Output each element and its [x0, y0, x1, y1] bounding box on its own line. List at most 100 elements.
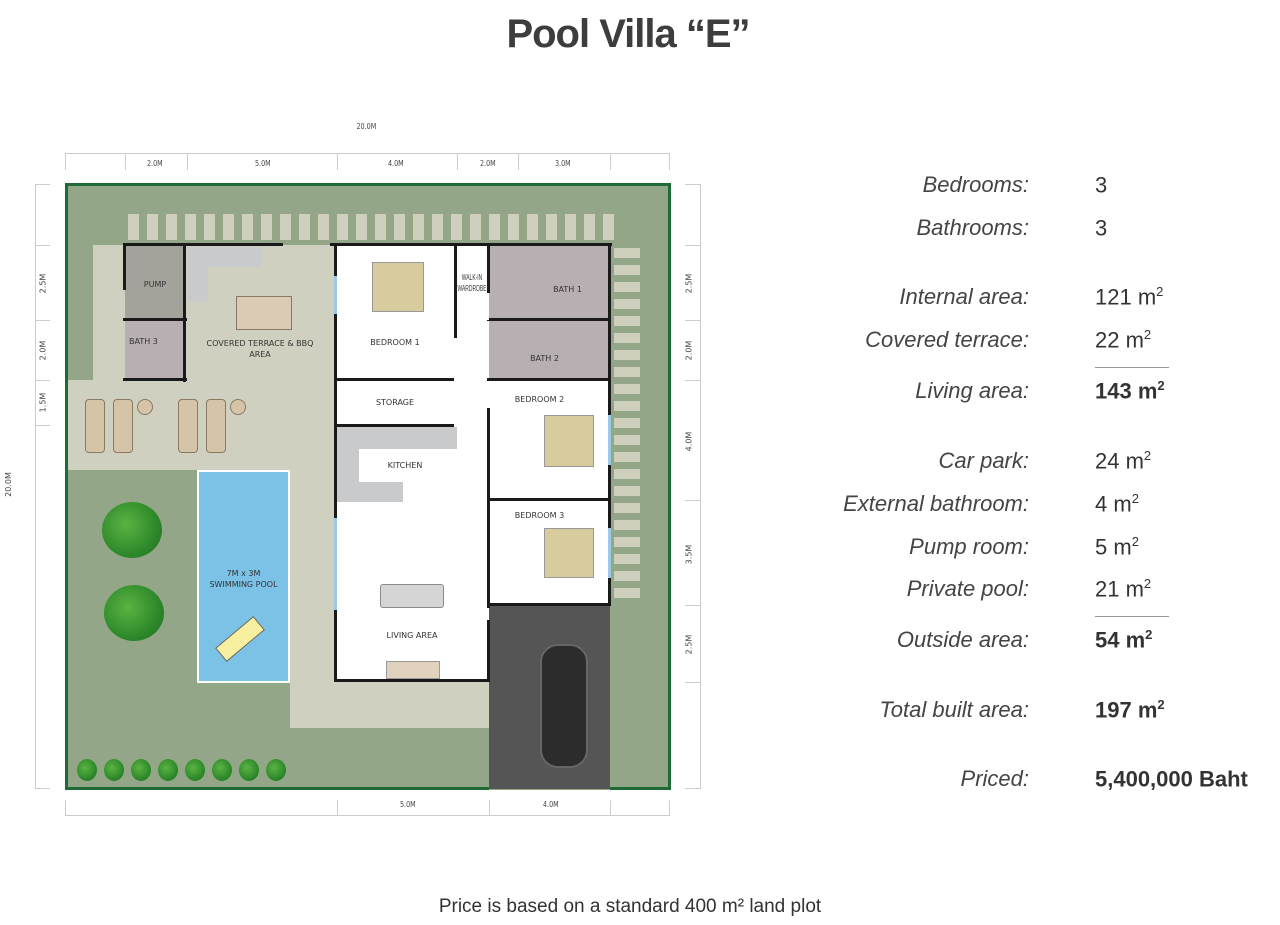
tv-unit-icon — [386, 661, 440, 679]
spec-value: 22 m2 — [1095, 327, 1152, 353]
room-label: BATH 1 — [553, 285, 582, 294]
overall-depth-label: 20.0M — [3, 472, 13, 497]
storage: STORAGE — [335, 380, 455, 425]
stepping-stone — [223, 214, 234, 240]
spec-row: Living area:143 m2 — [800, 378, 1270, 408]
spec-row: Covered terrace:22 m2 — [800, 327, 1270, 357]
dim-line — [700, 184, 701, 789]
bbq-counter — [188, 247, 208, 302]
walk-in-wardrobe: WALK-IN WARDROBE — [455, 245, 489, 320]
spec-row: Private pool:21 m2 — [800, 576, 1270, 606]
stepping-stone — [280, 214, 291, 240]
dim-tick — [35, 788, 50, 789]
living-area-label: LIVING AREA — [360, 628, 464, 642]
dim-tick — [337, 153, 338, 170]
spec-label: Internal area: — [899, 284, 1029, 309]
dim-tick — [685, 380, 700, 381]
shrub-icon — [266, 759, 286, 781]
stepping-stone — [614, 435, 640, 445]
window — [334, 276, 337, 314]
dim-label: 5.0M — [254, 159, 271, 168]
overall-width-label: 20.0M — [356, 122, 377, 131]
dim-tick — [685, 184, 700, 185]
spec-label: Bedrooms: — [922, 172, 1029, 197]
dim-label: 1.5M — [38, 392, 48, 413]
wall — [334, 679, 490, 682]
dim-label: 2.5M — [38, 273, 48, 294]
stepping-stone — [603, 214, 614, 240]
spec-value: 5 m2 — [1095, 534, 1139, 560]
spec-row: External bathroom:4 m2 — [800, 491, 1270, 521]
stepping-stone — [614, 588, 640, 598]
wall — [123, 243, 283, 246]
dim-tick — [685, 605, 700, 606]
bath-2: BATH 2 — [489, 320, 610, 380]
room-label: BEDROOM 2 — [514, 395, 565, 404]
spec-value: 24 m2 — [1095, 448, 1152, 474]
sun-lounger-icon — [113, 399, 133, 453]
dim-tick — [35, 380, 50, 381]
dim-label: 2.0M — [684, 340, 694, 361]
stepping-stone — [470, 214, 481, 240]
window — [608, 528, 611, 578]
dim-label: 2.0M — [38, 340, 48, 361]
bath-3: BATH 3 — [125, 320, 185, 380]
stepping-stone — [614, 350, 640, 360]
room-label: BATH 3 — [129, 337, 158, 346]
wall — [330, 243, 612, 246]
stepping-stone — [614, 520, 640, 530]
dim-line — [65, 815, 670, 816]
dim-label: 3.0M — [554, 159, 571, 168]
shrub-icon — [212, 759, 232, 781]
stepping-stone — [614, 265, 640, 275]
spec-row: Bedrooms: 3 — [800, 172, 1270, 202]
dim-tick — [35, 425, 50, 426]
room-label: COVERED TERRACE & BBQ AREA — [206, 339, 314, 359]
page-title: Pool Villa “E” — [506, 12, 750, 56]
dim-tick — [489, 800, 490, 815]
side-table-icon — [230, 399, 246, 415]
wall — [334, 243, 337, 682]
dim-tick — [669, 153, 670, 170]
dim-tick — [610, 153, 611, 170]
shrub-icon — [131, 759, 151, 781]
stepping-stone — [614, 299, 640, 309]
stepping-stone — [242, 214, 253, 240]
spec-value: 143 m2 — [1095, 378, 1165, 404]
dim-tick — [685, 245, 700, 246]
car-icon — [540, 644, 588, 768]
room-label: BATH 2 — [530, 353, 559, 363]
shrub-icon — [158, 759, 178, 781]
dim-tick — [125, 153, 126, 170]
wall — [487, 603, 611, 606]
spec-value: 3 — [1095, 172, 1108, 198]
wall — [334, 378, 454, 381]
dim-line — [65, 153, 670, 154]
sun-lounger-icon — [85, 399, 105, 453]
stepping-stone — [546, 214, 557, 240]
room-label: BEDROOM 1 — [370, 338, 420, 347]
spec-row: Pump room: 5 m2 — [800, 534, 1270, 564]
dim-label: 2.0M — [479, 159, 496, 168]
shrub-icon — [185, 759, 205, 781]
spec-label: Priced: — [960, 766, 1029, 791]
dim-tick — [685, 320, 700, 321]
room-label: BEDROOM 3 — [514, 511, 565, 520]
stepping-stone — [185, 214, 196, 240]
spec-label: Pump room: — [909, 534, 1029, 559]
spec-row: Bathrooms:3 — [800, 215, 1270, 245]
spec-label: Total built area: — [879, 697, 1029, 722]
spec-label: External bathroom: — [843, 491, 1029, 516]
stepping-stone — [261, 214, 272, 240]
spec-label: Car park: — [938, 448, 1029, 473]
dim-label: 2.5M — [684, 634, 694, 655]
covered-terrace: COVERED TERRACE & BBQ AREA — [185, 245, 335, 380]
room-label: STORAGE — [375, 398, 415, 407]
sofa-icon — [380, 584, 444, 608]
paving — [290, 680, 489, 728]
dim-label: 5.0M — [399, 800, 416, 809]
pump-room: PUMP — [125, 245, 185, 320]
dim-tick — [65, 153, 66, 170]
dim-tick — [35, 320, 50, 321]
plot-bottom-border — [610, 787, 671, 790]
